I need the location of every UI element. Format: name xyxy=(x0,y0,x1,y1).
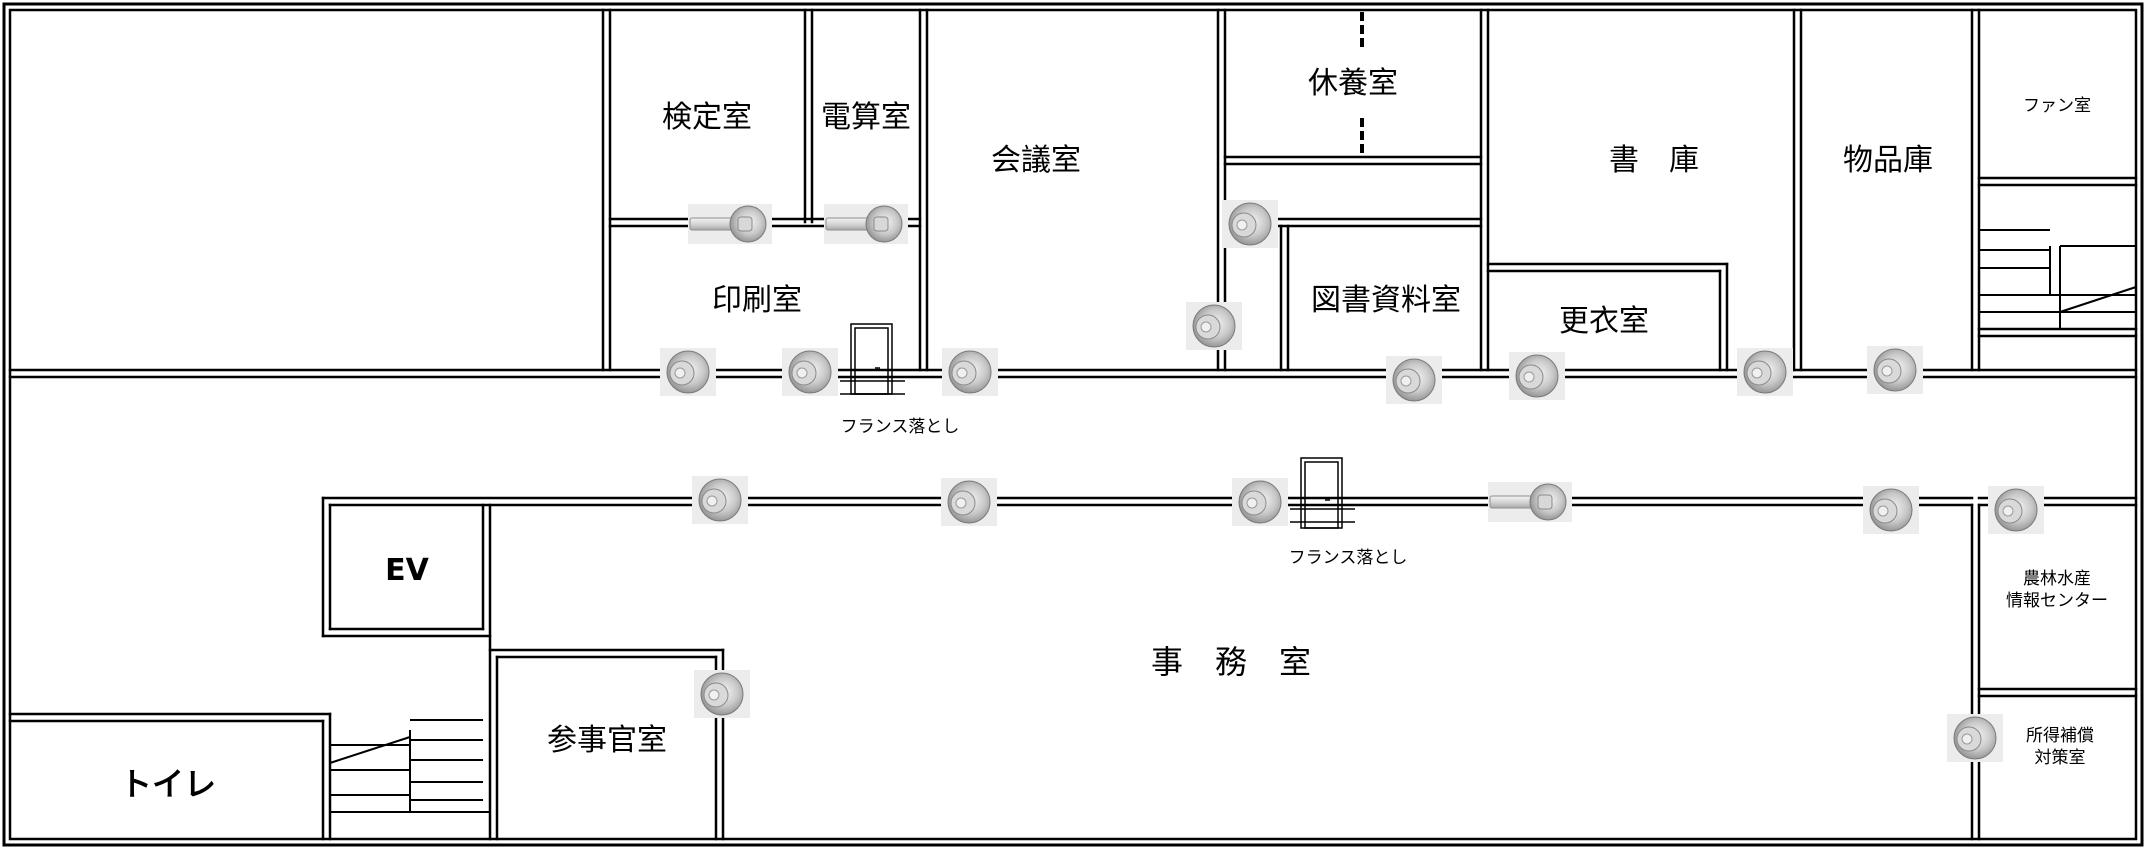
round-door-knob-icon xyxy=(1862,485,1920,535)
french-door-bolt-icon xyxy=(1290,457,1355,529)
room-label-toshoshiryo: 図書資料室 xyxy=(1311,283,1461,318)
round-door-knob-icon xyxy=(1987,485,2045,535)
room-label-shotoku-line1: 所得補償 xyxy=(2026,726,2094,746)
note-french-door-2: フランス落とし xyxy=(1289,548,1408,568)
round-door-knob-icon xyxy=(659,347,717,397)
lever-door-handle-icon xyxy=(1487,481,1573,523)
round-door-knob-icon xyxy=(1385,355,1443,405)
round-door-knob-icon xyxy=(1221,199,1279,249)
round-door-knob-icon xyxy=(1185,301,1243,351)
room-label-norin-line1: 農林水産 xyxy=(2023,569,2091,589)
french-door-bolt-icon xyxy=(840,323,905,395)
round-door-knob-icon xyxy=(1508,351,1566,401)
round-door-knob-icon xyxy=(1736,347,1794,397)
round-door-knob-icon xyxy=(1866,345,1924,395)
round-door-knob-icon xyxy=(1231,477,1289,527)
room-label-shotoku-line2: 対策室 xyxy=(2035,748,2086,768)
round-door-knob-icon xyxy=(1946,713,2004,763)
stairs-icon xyxy=(329,229,2137,813)
lever-door-handle-icon xyxy=(687,203,773,245)
room-label-ev: EV xyxy=(385,553,429,588)
round-door-knob-icon xyxy=(940,477,998,527)
room-label-sanjikan: 参事官室 xyxy=(547,723,667,758)
room-label-kyuyo: 休養室 xyxy=(1308,66,1398,101)
round-door-knob-icon xyxy=(693,669,751,719)
room-label-toilet: トイレ xyxy=(120,765,216,803)
room-label-buppin: 物品庫 xyxy=(1843,143,1933,178)
room-label-insatsu: 印刷室 xyxy=(712,283,802,318)
room-label-shoko: 書 庫 xyxy=(1609,143,1699,178)
lever-door-handle-icon xyxy=(823,203,909,245)
room-label-kentei: 検定室 xyxy=(662,100,752,135)
room-label-fan: ファン室 xyxy=(2023,96,2091,116)
room-label-kaigi: 会議室 xyxy=(991,143,1081,178)
room-label-koui: 更衣室 xyxy=(1559,304,1649,339)
room-label-jimu: 事 務 室 xyxy=(1151,643,1311,681)
note-french-door-1: フランス落とし xyxy=(841,417,960,437)
round-door-knob-icon xyxy=(781,347,839,397)
room-label-norin-line2: 情報センター xyxy=(2006,591,2108,611)
room-label-densan: 電算室 xyxy=(821,100,911,135)
round-door-knob-icon xyxy=(691,475,749,525)
round-door-knob-icon xyxy=(941,347,999,397)
